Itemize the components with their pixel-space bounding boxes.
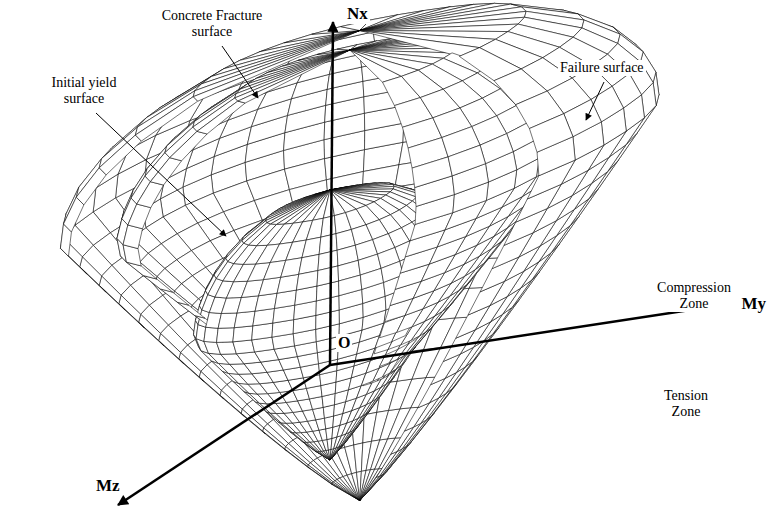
surface-facet [123,225,142,249]
surface-facet [126,262,156,279]
surface-facet [220,395,244,416]
surface-facet [217,328,235,343]
surface-facet [179,352,201,377]
surface-facet [197,101,245,134]
surface-facet [308,467,333,485]
surface-facet [332,484,360,500]
surface-facet [360,268,383,289]
surface-facet [199,377,224,399]
surface-facet [412,157,452,188]
surface-facet [332,482,360,501]
surface-facet [286,443,311,465]
surface-facet [99,135,141,175]
zone-label: Compression Zone [646,280,742,312]
surface-facet [285,447,308,467]
surface-facet [150,158,181,185]
surface-facet [234,311,255,328]
surface-facet [159,333,181,358]
surface-label: Concrete Fracture surface [150,8,274,40]
surface-facet [137,182,164,208]
wireframe-surfaces [60,3,659,500]
axis-label: My [739,294,768,314]
surface-facet [360,31,480,57]
surface-facet [76,168,106,205]
surface-facet [380,449,402,476]
leader-lines [96,46,604,236]
axis-line [118,365,330,505]
surface-facet [143,276,172,293]
surface-facet [263,428,286,449]
surface-facet [330,190,366,209]
surface-facet [391,427,414,454]
axis-line [330,22,333,365]
surface-facet [332,483,360,500]
surface-facet [296,271,317,290]
surface-facet [160,289,189,305]
surface-facet [204,327,218,342]
surface-facet [233,326,253,342]
surface-facet [193,31,359,102]
surface-facet [220,390,242,413]
surface-label: Failure surface [558,60,646,76]
surface-facet [317,266,339,286]
surface-facet [218,313,237,328]
surface-facet [119,295,141,322]
surface-facet [350,50,418,76]
surface-facet [177,302,205,318]
surface-facet [263,431,287,451]
surface-facet [448,145,485,176]
leader-line [222,46,258,98]
surface-facet [360,476,380,501]
surface-facet [135,91,194,135]
surface-facet [139,314,161,340]
surface-facet [360,475,383,501]
leader-line [586,82,604,120]
surface-facet [135,97,197,141]
surface-facet [277,274,299,293]
surface-facet [360,472,386,500]
zone-label: Tension Zone [650,388,722,420]
surface-facet [339,275,362,296]
surface-facet [308,465,332,484]
surface-facet [170,131,207,160]
surface-facet [233,340,255,354]
axis-label: Nx [345,4,370,24]
axis-label: Mz [94,476,122,496]
surface-facet [80,257,102,285]
surface-facet [360,473,385,500]
axes [118,22,736,505]
surface-facet [285,449,309,468]
leader-line [96,113,226,236]
surface-facet [480,134,513,164]
surface-facet [99,276,121,304]
surface-facet [64,197,84,232]
origin-label: O [336,334,352,352]
surface-facet [308,463,333,483]
surface-facet [315,451,330,460]
surface-facet [376,452,397,478]
surface-facet [404,403,429,431]
surface-facet [529,114,573,153]
surface-label: Initial yield surface [36,75,132,107]
surface-facet [360,471,388,501]
surface-facet [360,470,388,501]
axis-line [330,303,736,365]
surface-facet [199,371,221,395]
surface-facet [316,418,326,430]
surface-facet [128,204,151,229]
